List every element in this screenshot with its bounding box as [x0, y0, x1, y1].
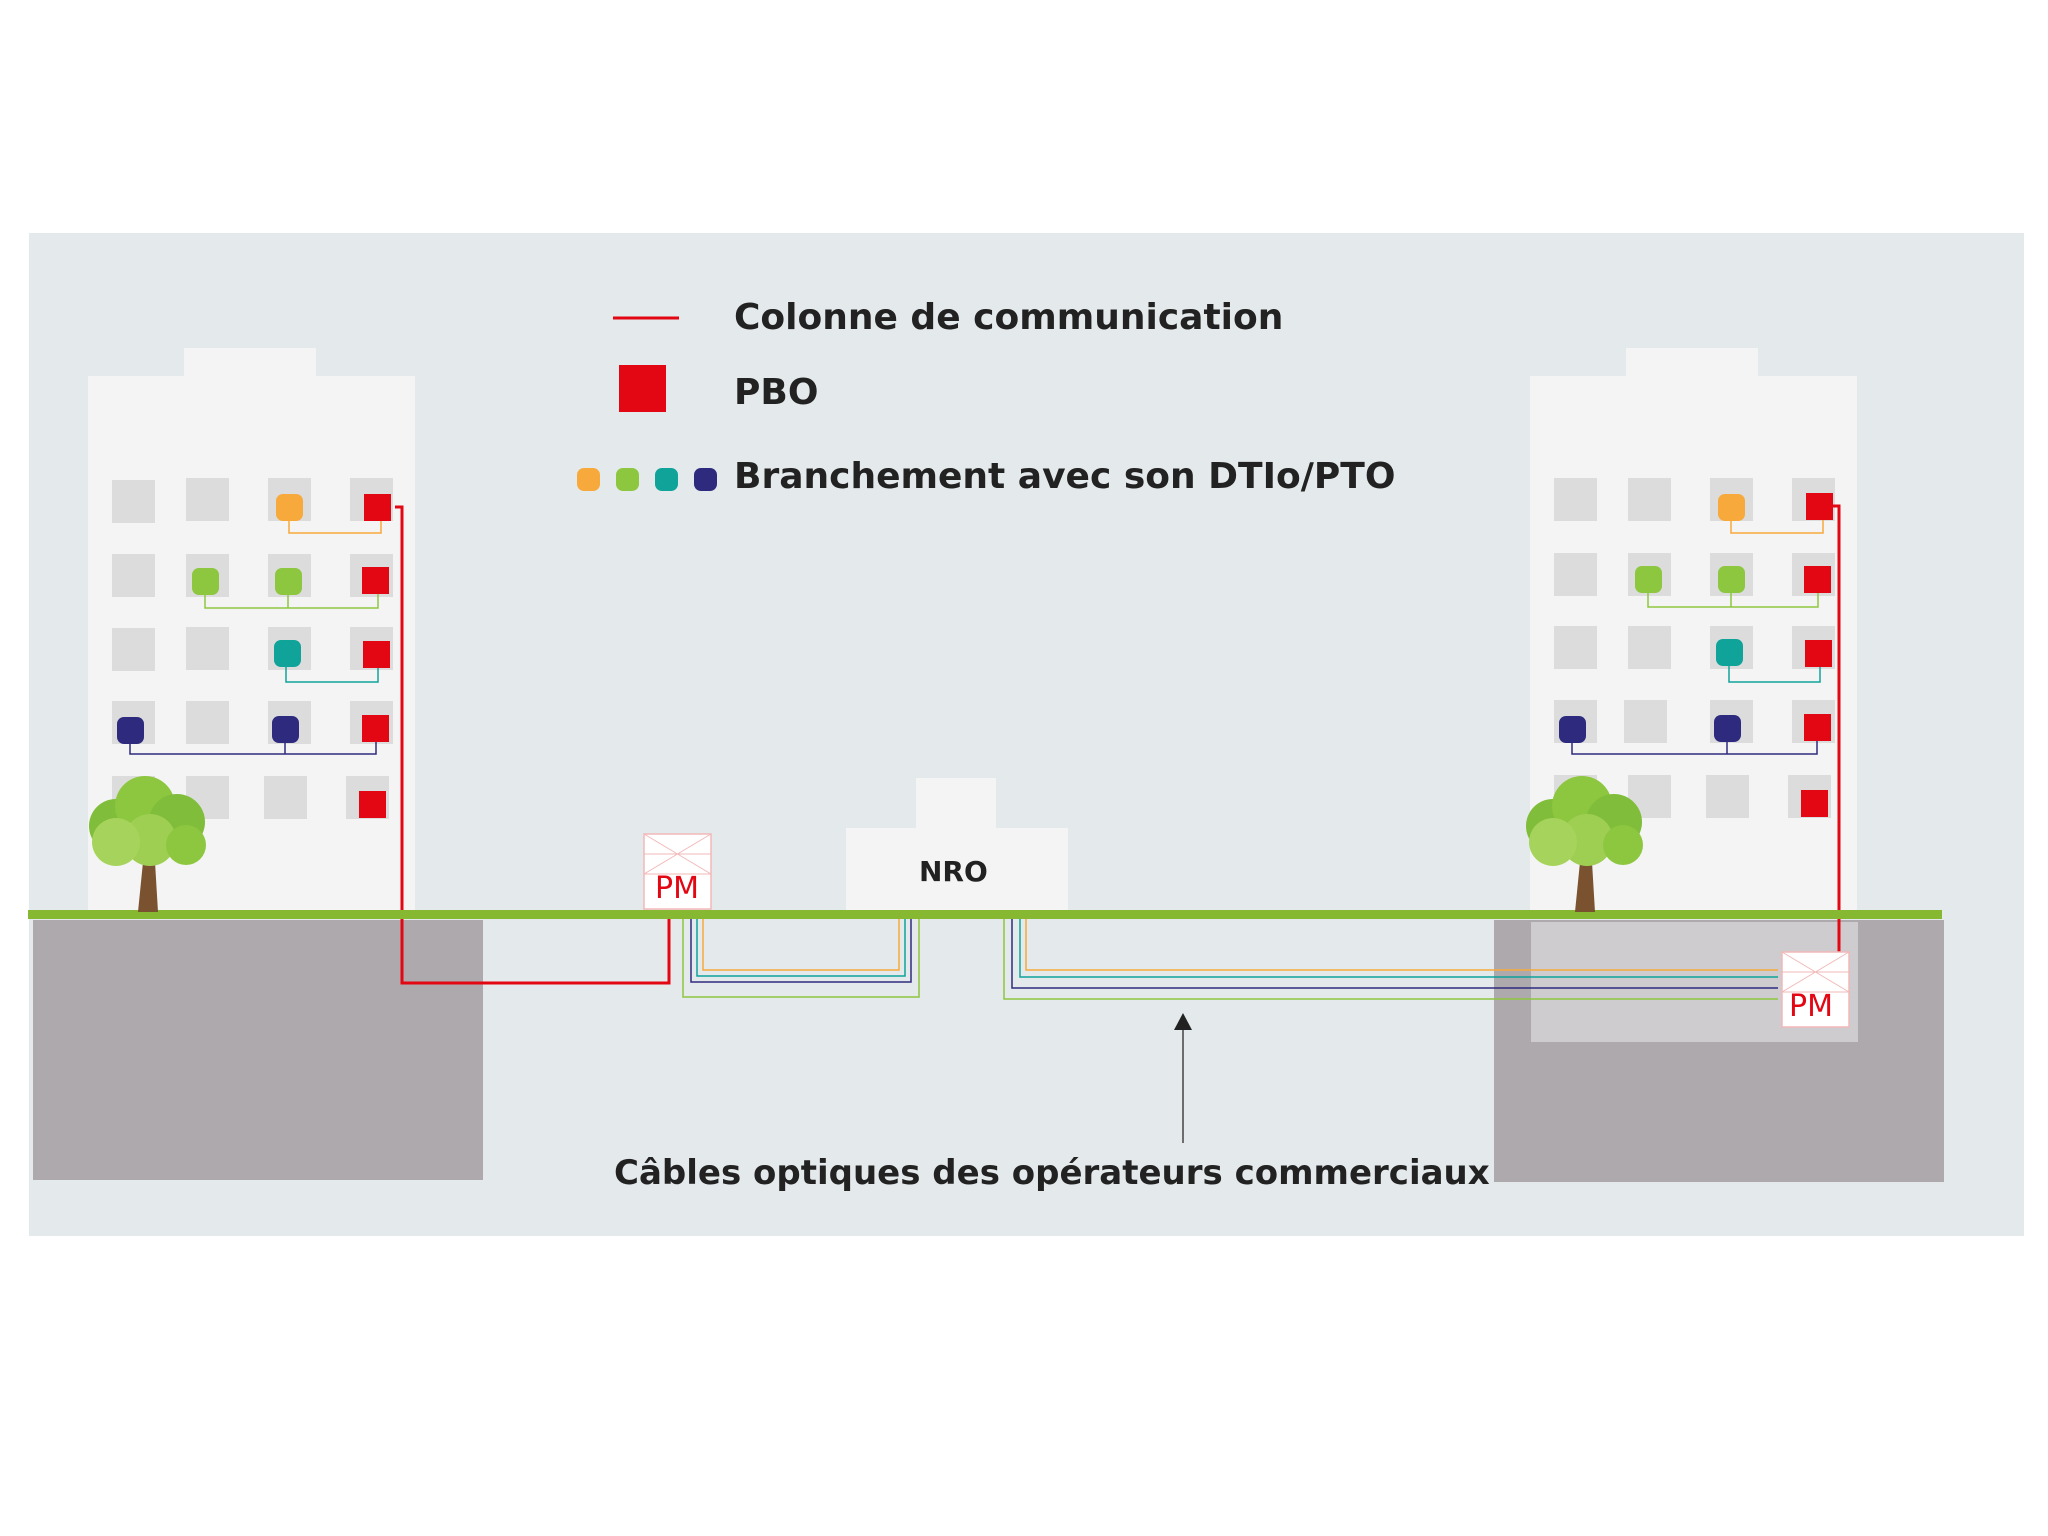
dtio-green — [192, 568, 219, 595]
pbo-box — [364, 494, 391, 521]
pm-right-label: PM — [1789, 989, 1833, 1024]
pbo-boxes-left — [359, 494, 391, 818]
pbo-box — [363, 641, 390, 668]
pbo-box — [362, 567, 389, 594]
cables-caption: Câbles optiques des opérateurs commercia… — [614, 1153, 1490, 1193]
pbo-box — [1801, 790, 1828, 817]
pbo-box — [1804, 714, 1831, 741]
nro-building — [846, 778, 1068, 914]
dtio-navy — [272, 716, 299, 743]
soil-left — [33, 920, 483, 1180]
dtio-green — [275, 568, 302, 595]
pbo-box — [362, 715, 389, 742]
optical-cables-left — [682, 913, 920, 998]
optical-cables-right — [1003, 913, 1778, 1000]
legend-branch-label: Branchement avec son DTIo/PTO — [734, 456, 1396, 497]
dtio-markers-left — [117, 494, 303, 744]
pm-cabinet-left — [643, 833, 712, 910]
communication-column-left — [395, 505, 671, 985]
pbo-boxes-right — [1801, 493, 1833, 817]
ground-line — [28, 910, 1942, 919]
dtio-orange — [1718, 494, 1745, 521]
dtio-green — [1635, 566, 1662, 593]
pm-left-label: PM — [655, 871, 699, 906]
dtio-markers-right — [1559, 494, 1745, 743]
cables-pointer-arrowhead — [1174, 1013, 1192, 1030]
nro-label: NRO — [919, 855, 988, 888]
legend-dot-orange — [577, 468, 600, 491]
dtio-navy — [117, 717, 144, 744]
legend-dot-teal — [655, 468, 678, 491]
pbo-box — [1804, 566, 1831, 593]
dtio-teal — [274, 640, 301, 667]
legend-dot-navy — [694, 468, 717, 491]
tree-left-icon — [89, 776, 206, 912]
legend-column-label: Colonne de communication — [734, 297, 1284, 338]
dtio-navy — [1714, 715, 1741, 742]
legend-pbo-square — [619, 365, 666, 412]
legend-pbo-label: PBO — [734, 372, 819, 413]
dtio-orange — [276, 494, 303, 521]
dtio-navy — [1559, 716, 1586, 743]
building-right — [1530, 348, 1857, 914]
dtio-teal — [1716, 639, 1743, 666]
pm-cabinet-right — [1781, 951, 1850, 1028]
pbo-box — [1806, 493, 1833, 520]
pbo-box — [359, 791, 386, 818]
dtio-green — [1718, 566, 1745, 593]
legend-dot-green — [616, 468, 639, 491]
pbo-box — [1805, 640, 1832, 667]
tree-right-icon — [1526, 776, 1643, 912]
